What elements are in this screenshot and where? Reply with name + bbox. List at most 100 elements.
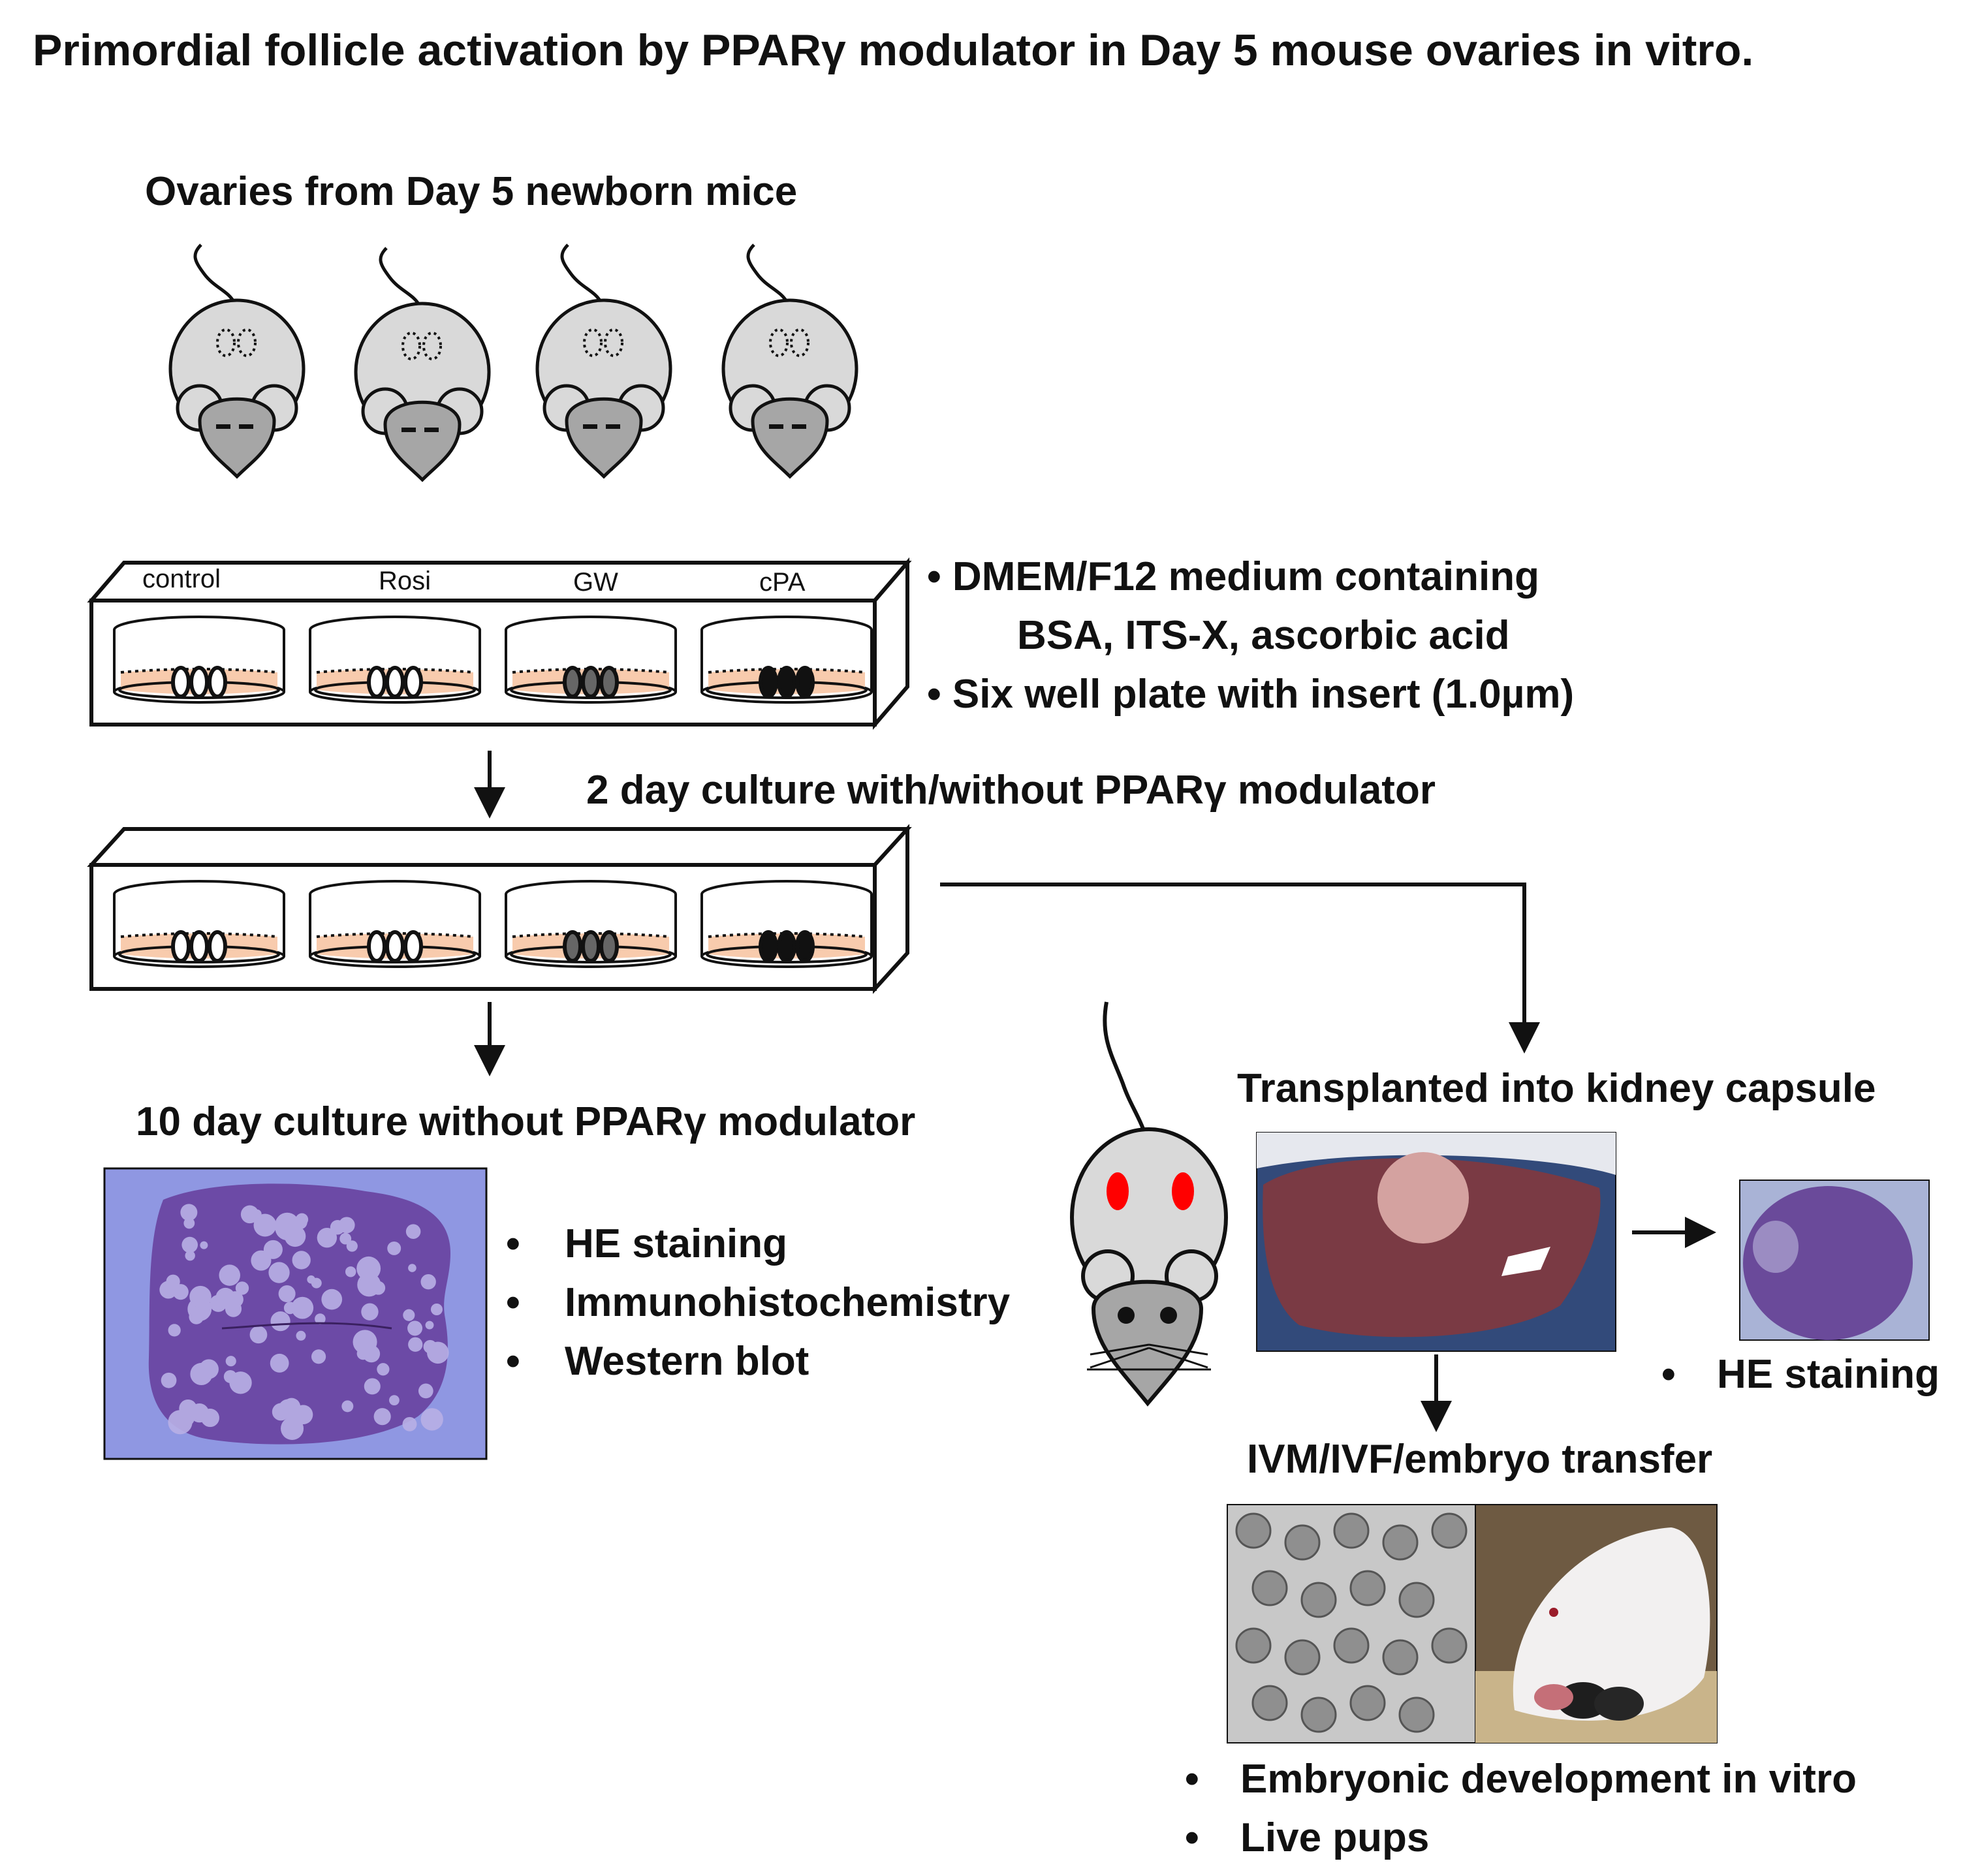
follicle-icon [275, 1212, 300, 1238]
follicle-icon [223, 1292, 232, 1301]
ovary-icon [795, 666, 815, 698]
follicle-icon [189, 1309, 204, 1324]
ovary-icon [581, 666, 601, 698]
mouse-figures [170, 245, 856, 480]
embryo-icon [1431, 1512, 1468, 1549]
follicle-icon [159, 1281, 178, 1299]
follicle-icon [418, 1383, 433, 1399]
pups-photo [1475, 1504, 1718, 1743]
step3-label: 10 day culture without PPARγ modulator [136, 1099, 916, 1144]
ovary-icon [403, 930, 423, 963]
well-label-gw: GW [573, 568, 618, 597]
ovary-icon [777, 930, 796, 963]
he-section-photo [103, 1167, 488, 1460]
well-label-control: control [142, 565, 221, 593]
bullet-mark: • [506, 1221, 520, 1266]
follicle-icon [373, 1408, 391, 1426]
follicle-icon [225, 1356, 236, 1367]
follicle-icon [281, 1416, 304, 1440]
ovary-icon [189, 930, 209, 963]
follicle-icon [357, 1273, 381, 1297]
follicle-icon [251, 1250, 272, 1271]
embryo-icon [1349, 1685, 1386, 1721]
embryo-icon [1235, 1512, 1272, 1549]
follicle-icon [272, 1403, 290, 1421]
bullet-mark: • [506, 1339, 520, 1384]
ovary-icon [367, 666, 386, 698]
ovary-icon [403, 666, 423, 698]
medium-note-2: BSA, ITS-X, ascorbic acid [1017, 613, 1510, 658]
follicle-icon [291, 1296, 314, 1319]
follicle-icon [268, 1262, 290, 1283]
follicle-icon [249, 1326, 268, 1344]
follicle-icon [389, 1395, 400, 1406]
embryo-icon [1251, 1570, 1288, 1606]
embryo-icon [1251, 1685, 1288, 1721]
embryo-icon [1398, 1696, 1435, 1733]
bullet-mark: • [1185, 1757, 1199, 1802]
follicle-icon [408, 1264, 416, 1272]
follicle-icon [361, 1303, 379, 1321]
culture-plate-2 [87, 824, 912, 994]
ovary-icon [563, 666, 582, 698]
follicle-icon [219, 1264, 241, 1286]
follicle-icon [190, 1362, 213, 1386]
follicle-icon [407, 1321, 423, 1336]
follicle-icon [377, 1363, 390, 1376]
medium-note-1: • DMEM/F12 medium containing [927, 554, 1539, 599]
follicle-icon [183, 1217, 195, 1229]
culture-plate-1 [87, 557, 912, 730]
follicle-icon [321, 1289, 343, 1310]
embryo-icon [1398, 1582, 1435, 1618]
follicle-icon [402, 1416, 417, 1431]
bullet-mark: • [1185, 1815, 1199, 1860]
follicle-icon [181, 1236, 198, 1253]
follicle-icon [420, 1408, 443, 1431]
follicle-icon [296, 1330, 306, 1341]
follicle-icon [278, 1285, 296, 1303]
ivf-label: IVM/IVF/embryo transfer [1247, 1437, 1713, 1482]
embryo-icon [1333, 1627, 1370, 1664]
ovary-icon [208, 666, 227, 698]
follicle-icon [364, 1378, 381, 1395]
follicle-icon [172, 1284, 189, 1300]
well-label-cpa: cPA [759, 568, 806, 597]
bullet-mark: • [506, 1280, 520, 1325]
follicle-icon [235, 1281, 249, 1295]
embryo-icon [1235, 1627, 1272, 1664]
follicle-icon [408, 1337, 423, 1352]
ovary-icon [385, 930, 405, 963]
embryo-icon [1300, 1696, 1337, 1733]
ovary-icon [581, 930, 601, 963]
follicle-icon [420, 1274, 436, 1290]
kidney-photo [1256, 1132, 1616, 1352]
step1-label: Ovaries from Day 5 newborn mice [145, 169, 798, 214]
follicle-icon [311, 1349, 326, 1364]
bullet-mark: • [1661, 1352, 1676, 1397]
follicle-icon [168, 1324, 181, 1337]
follicle-icon [189, 1285, 212, 1308]
follicle-icon [185, 1250, 195, 1261]
step2-label: 2 day culture with/without PPARγ modulat… [586, 768, 1436, 813]
ovary-icon [367, 930, 386, 963]
follicle-icon [161, 1372, 177, 1388]
medium-note-3: • Six well plate with insert (1.0µm) [927, 672, 1575, 717]
follicle-icon [200, 1409, 219, 1428]
follicle-icon [240, 1205, 259, 1224]
embryo-icon [1284, 1639, 1321, 1676]
graft-section-photo [1739, 1180, 1930, 1341]
recipient-mouse [1070, 1001, 1228, 1407]
follicle-icon [405, 1224, 421, 1239]
embryo-icon [1300, 1582, 1337, 1618]
ovary-icon [563, 930, 582, 963]
ovary-icon [599, 666, 619, 698]
page-title: Primordial follicle activation by PPARγ … [33, 25, 1754, 75]
embryo-icon [1382, 1639, 1419, 1676]
follicle-icon [353, 1330, 377, 1354]
embryo-icon [1382, 1524, 1419, 1561]
follicle-icon [200, 1241, 208, 1249]
follicle-icon [430, 1303, 443, 1316]
embryo-icon [1349, 1570, 1386, 1606]
follicle-icon [292, 1251, 311, 1270]
follicle-icon [253, 1209, 262, 1219]
